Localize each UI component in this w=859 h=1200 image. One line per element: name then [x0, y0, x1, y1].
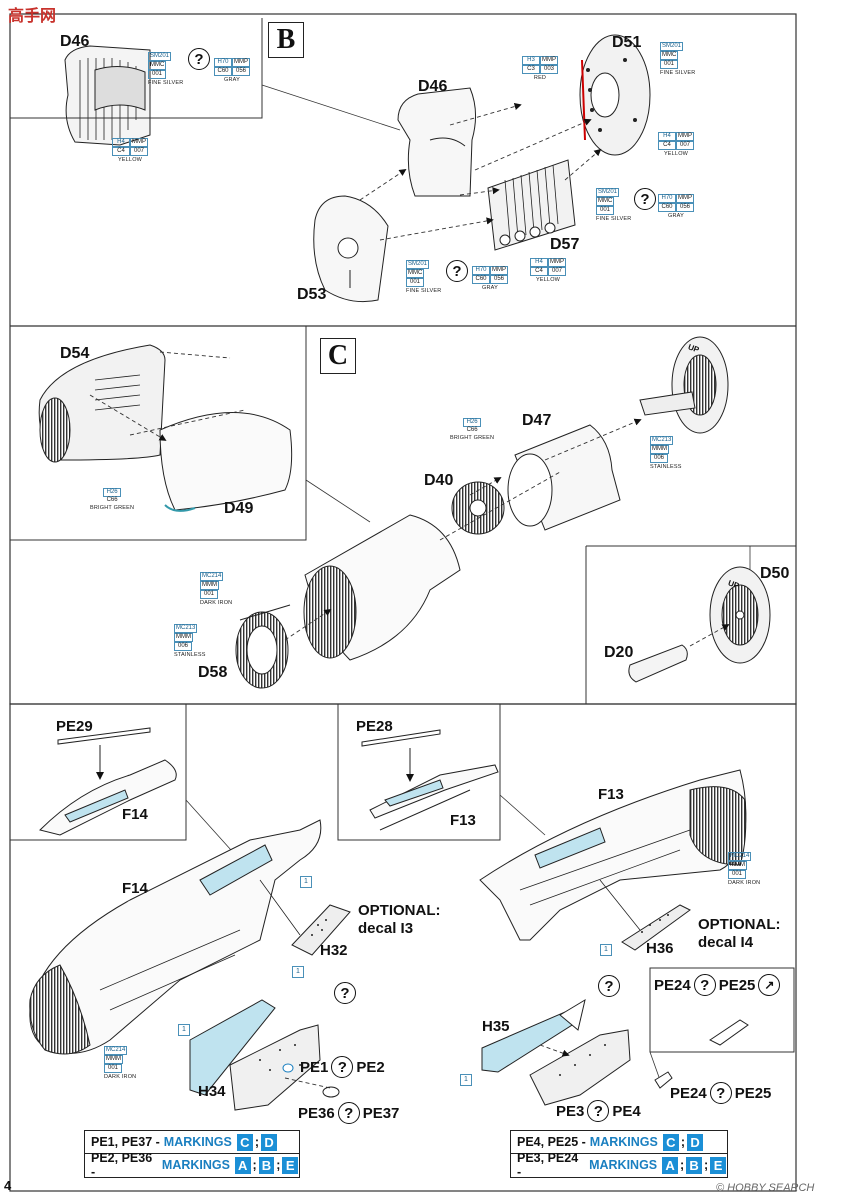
part-label-h32: H32: [320, 942, 348, 959]
step-ref-3: 1: [178, 1024, 190, 1036]
part-label-d57: D57: [550, 236, 580, 253]
question-icon-4: ?: [334, 982, 356, 1004]
section-badge-b: B: [268, 22, 304, 58]
step-ref-5: 1: [460, 1074, 472, 1086]
question-icon-2: ?: [634, 188, 656, 210]
part-label-d54: D54: [60, 345, 90, 362]
part-label-f14-inset: F14: [122, 806, 148, 823]
optional-label-left: OPTIONAL: decal I3: [358, 902, 441, 937]
paint-stainless-2: MC213 MMM 006 STAINLESS: [174, 624, 206, 658]
part-label-h34: H34: [198, 1083, 226, 1100]
optional-label-right: OPTIONAL: decal I4: [698, 916, 781, 951]
paint-dark-iron-1: MC214 MMM 001 DARK IRON: [200, 572, 233, 606]
part-label-d47: D47: [522, 412, 552, 429]
question-icon-3: ?: [446, 260, 468, 282]
markings-table-right: PE4, PE25 - MARKINGS C; D PE3, PE24 - MA…: [510, 1130, 728, 1179]
markings-row: PE3, PE24 - MARKINGS A; B; E: [511, 1151, 727, 1179]
part-label-d51: D51: [612, 34, 642, 51]
part-label-d40: D40: [424, 472, 454, 489]
part-label-pe28: PE28: [356, 718, 393, 735]
part-label-h36: H36: [646, 940, 674, 957]
step-ref-4: 1: [600, 944, 612, 956]
part-label-d49: D49: [224, 500, 254, 517]
markings-row: PE1, PE37 - MARKINGS C; D: [85, 1131, 299, 1153]
paint-stainless-1: MC213 MMM 006 STAINLESS: [650, 436, 682, 470]
paint-dark-iron-2: MC214 MMM 001 DARK IRON: [104, 1046, 137, 1080]
pe24-pe25-label: PE24 ? PE25: [670, 1082, 771, 1104]
step-ref-2: 1: [292, 966, 304, 978]
markings-row: PE4, PE25 - MARKINGS C; D: [511, 1131, 727, 1153]
paint-bright-green-2: H26 C66 BRIGHT GREEN: [450, 418, 495, 441]
part-label-f13-inset: F13: [450, 812, 476, 829]
part-label-d46-inset: D46: [60, 33, 90, 50]
paint-fine-silver-2: SM201 MMC 001 FINE SILVER: [660, 42, 696, 76]
question-icon-1: ?: [188, 48, 210, 70]
paint-fine-silver-3: SM201 MMC 001 FINE SILVER: [596, 188, 632, 222]
paint-fine-silver-4: SM201 MMC 001 FINE SILVER: [406, 260, 442, 294]
markings-row: PE2, PE36 - MARKINGS A; B; E: [85, 1151, 299, 1179]
arrow-up-icon: ↗: [758, 974, 781, 996]
paint-fine-silver-1: SM201 MMC 001 FINE SILVER: [148, 52, 184, 86]
pe3-pe4-label: PE3 ? PE4: [556, 1100, 641, 1122]
watermark-top: 高手网: [8, 6, 57, 25]
part-label-d20: D20: [604, 644, 634, 661]
paint-bright-green-1: H26 C66 BRIGHT GREEN: [90, 488, 135, 511]
step-ref-1: 1: [300, 876, 312, 888]
pe24-pe25-inset-label: PE24 ? PE25 ↗: [654, 974, 781, 996]
paint-dark-iron-3: MC214 MMM 001 DARK IRON: [728, 852, 761, 886]
section-badge-c: C: [320, 338, 356, 374]
part-label-d58: D58: [198, 664, 228, 681]
watermark-bottom: © HOBBY SEARCH: [716, 1182, 815, 1194]
question-icon-5: ?: [598, 975, 620, 997]
part-label-pe29: PE29: [56, 718, 93, 735]
pe36-pe37-label: PE36 ? PE37: [298, 1102, 399, 1124]
part-label-h35: H35: [482, 1018, 510, 1035]
part-label-f14: F14: [122, 880, 148, 897]
part-label-d53: D53: [297, 286, 327, 303]
part-label-f13: F13: [598, 786, 624, 803]
part-label-d46: D46: [418, 78, 448, 95]
pe1-pe2-label: PE1 ? PE2: [300, 1056, 385, 1078]
page-number: 4: [4, 1178, 12, 1193]
markings-table-left: PE1, PE37 - MARKINGS C; D PE2, PE36 - MA…: [84, 1130, 300, 1179]
part-label-d50: D50: [760, 565, 790, 582]
